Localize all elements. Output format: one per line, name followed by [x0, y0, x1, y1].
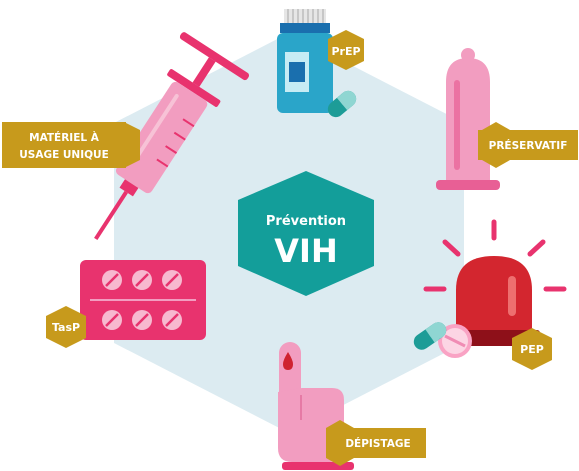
- center-subtitle: Prévention: [266, 214, 346, 229]
- center-hexagon: Prévention VIH: [238, 171, 374, 296]
- materiel-badge: MATÉRIEL À USAGE UNIQUE: [2, 122, 140, 168]
- prep-label: PrEP: [331, 45, 360, 58]
- depistage-label: DÉPISTAGE: [345, 437, 410, 450]
- materiel-label-line1: MATÉRIEL À: [29, 131, 100, 144]
- depistage-badge: DÉPISTAGE: [326, 420, 426, 466]
- tasp-label: TasP: [52, 321, 80, 334]
- prep-badge: PrEP: [328, 30, 364, 70]
- materiel-label-line2: USAGE UNIQUE: [19, 149, 109, 161]
- pill-blister-pack-icon: [80, 260, 206, 340]
- preservatif-label: PRÉSERVATIF: [489, 139, 568, 152]
- pill-bottle-icon: [277, 9, 357, 118]
- alarm-light-and-pills-icon: [413, 219, 567, 358]
- tasp-badge: TasP: [46, 306, 86, 348]
- syringe-icon: [94, 32, 250, 241]
- pep-label: PEP: [520, 343, 544, 356]
- pep-badge: PEP: [512, 328, 552, 370]
- preservatif-badge: PRÉSERVATIF: [478, 122, 578, 168]
- center-title: VIH: [274, 232, 337, 270]
